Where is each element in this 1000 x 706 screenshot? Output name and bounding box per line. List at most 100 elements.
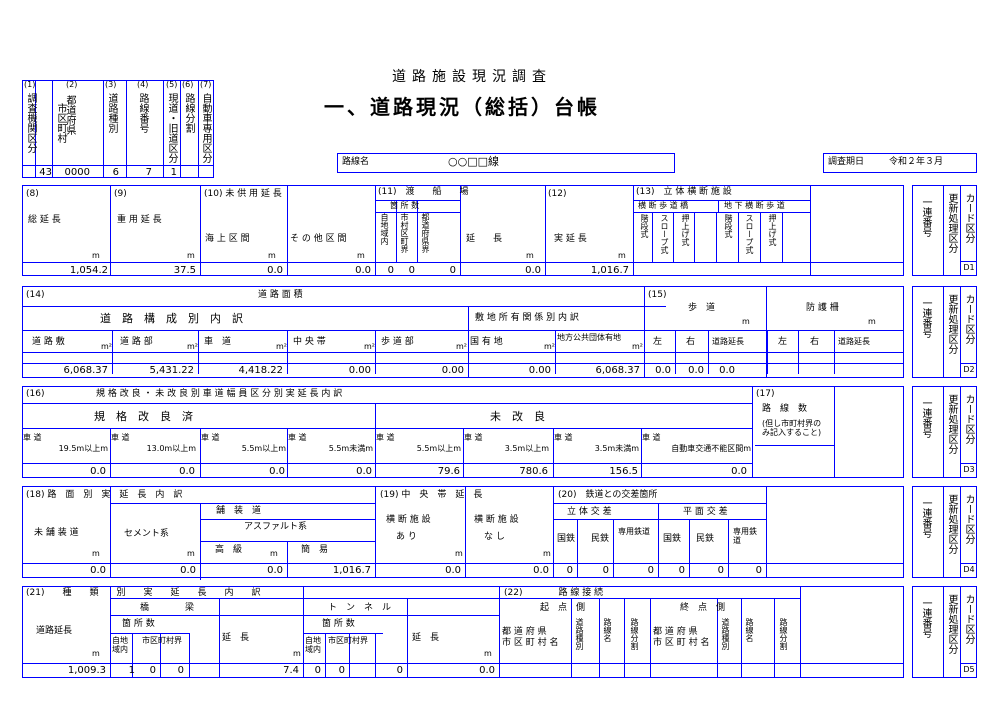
grid-line — [22, 428, 752, 429]
grid-line — [463, 428, 464, 478]
id-value-old: 1 — [170, 167, 177, 178]
grid-line — [658, 519, 659, 578]
lane-label: 車 道 — [23, 433, 42, 442]
road-land-area: 6,068.37 — [63, 365, 108, 376]
left: 左 — [653, 337, 663, 347]
cement-length: 0.0 — [180, 565, 196, 576]
grid-line — [738, 212, 739, 262]
grid-line — [752, 386, 753, 478]
grid-line — [553, 428, 554, 478]
bridge-city: 0 — [149, 665, 156, 676]
id-head: (4) — [137, 80, 149, 89]
start-label: 起 点 側 — [540, 603, 586, 613]
grid-line — [960, 386, 961, 478]
unit-m2: m² — [101, 342, 112, 351]
ferry-count-label: 箇 所 数 — [390, 201, 420, 210]
section-d1 — [22, 185, 904, 276]
grid-line — [633, 212, 810, 213]
start-rdiv: 路線分割 — [630, 618, 639, 650]
city-label: 市区町村界 — [142, 636, 182, 645]
lane-label: 車 道 — [554, 433, 573, 442]
crossing-count: 0 — [678, 565, 685, 576]
grid-line — [633, 185, 634, 276]
improved-label: 規 格 改 良 済 — [94, 410, 193, 423]
grid-line — [555, 330, 556, 374]
bridge-length: 7.4 — [283, 665, 299, 676]
d5-road-length: 1,009.3 — [67, 665, 106, 676]
col-road-part: 道 路 部 — [120, 337, 153, 347]
paved-label: 舗 装 道 — [216, 506, 262, 516]
h17: (17) — [756, 389, 775, 399]
grid-line — [110, 185, 111, 276]
grid-line — [110, 615, 499, 616]
start-rname: 路線名 — [603, 618, 612, 642]
bridge-pref: 0 — [177, 665, 184, 676]
route-label: 路線名 — [342, 157, 370, 167]
side-columns — [912, 586, 977, 678]
sea-length: 0.0 — [267, 265, 283, 276]
grid-line — [960, 563, 977, 564]
road-no-label: 一連番号 — [920, 598, 931, 638]
other-length: 0.0 — [355, 265, 371, 276]
grid-line — [110, 486, 111, 578]
lane-label: 車 道 — [201, 433, 220, 442]
grid-line — [943, 286, 944, 378]
ferry-local: 自地域内 — [380, 213, 389, 245]
ferry-length-label: 延 長 — [466, 234, 503, 244]
grid-line — [22, 352, 904, 353]
private-rail-label: 民鉄 — [591, 534, 610, 544]
grid-line — [553, 486, 554, 578]
id-head: (6) — [182, 80, 194, 89]
survey-date-label: 調査期日 — [828, 157, 865, 167]
grid-line — [960, 363, 977, 364]
road-part-area: 5,431.22 — [149, 365, 194, 376]
grid-line — [287, 428, 288, 478]
h20: (20) 鉄道との交差箇所 — [558, 490, 658, 500]
section-d4 — [22, 486, 904, 578]
grid-line — [375, 185, 376, 276]
end-kind: 道路種別 — [721, 618, 730, 650]
grid-line — [103, 80, 104, 178]
h13: (13) 立 体 横 断 施 設 — [636, 187, 732, 197]
grid-line — [718, 200, 719, 212]
route-count-note: (但し市町村界の — [762, 419, 822, 428]
h19: (19) 中 央 帯 延 長 — [380, 490, 483, 500]
guardrail-label: 防 護 柵 — [806, 303, 839, 313]
unit: m — [293, 649, 301, 658]
survey-date-box — [823, 153, 977, 173]
update-label: 更新処理区分 — [946, 494, 957, 554]
side-columns — [912, 185, 977, 276]
unimproved-label: 未 改 良 — [490, 410, 545, 423]
grid-line — [943, 386, 944, 478]
grid-line — [200, 428, 201, 478]
road-length: 道路延長 — [712, 337, 744, 346]
id-head: (5) — [166, 80, 178, 89]
unit: m — [268, 251, 276, 260]
update-label: 更新処理区分 — [946, 193, 957, 253]
dup-length: 37.5 — [173, 265, 196, 276]
right: 右 — [686, 337, 696, 347]
unit-m2: m² — [544, 342, 555, 351]
grid-line — [287, 541, 288, 578]
grid-line — [198, 330, 199, 374]
grid-line — [303, 633, 383, 634]
ferry-pref: 都道府県界 — [421, 213, 430, 253]
col-carriageway: 車 道 — [204, 337, 232, 347]
id-head: (1) — [24, 80, 36, 89]
card-label: カード区分 — [963, 494, 974, 544]
without-label: な し — [484, 532, 505, 542]
unit-m2: m² — [276, 342, 287, 351]
grid-line — [755, 445, 834, 446]
grid-line — [375, 212, 460, 213]
grid-line — [110, 503, 375, 504]
grid-line — [716, 212, 717, 262]
grid-line — [396, 200, 397, 262]
asphalt-label: アスファルト系 — [244, 522, 308, 532]
update-label: 更新処理区分 — [946, 294, 957, 354]
grid-line — [800, 586, 801, 678]
d5-road-length-label: 道路延長 — [36, 626, 73, 636]
grid-line — [599, 598, 600, 678]
main-title: 一、道路現況（総括）台帳 — [324, 95, 600, 119]
grid-line — [810, 185, 811, 276]
road-no-label: 一連番号 — [920, 498, 931, 538]
